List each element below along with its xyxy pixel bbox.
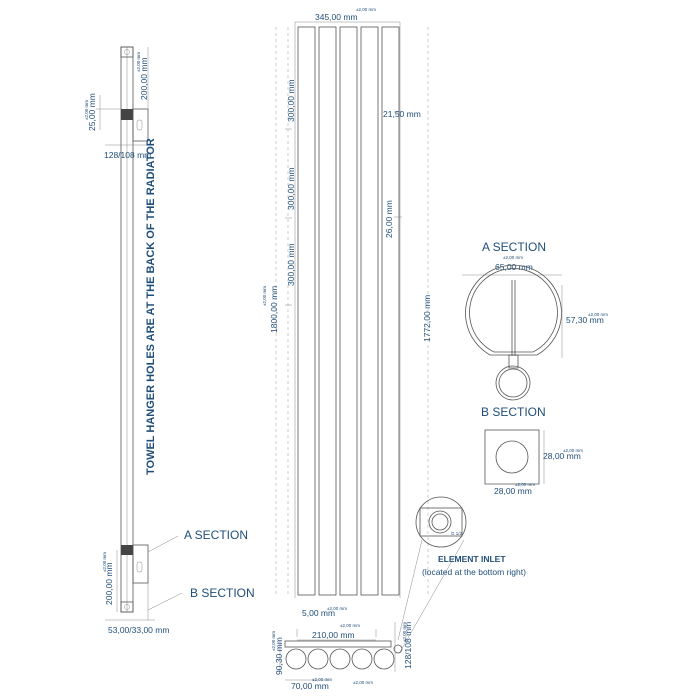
front-seg2: 300,00 mm <box>286 167 296 210</box>
bottom-view: 210,00 mm ±2,00 mm 90,30 mm ±2,00 mm 128… <box>271 622 413 691</box>
front-seg3: 300,00 mm <box>286 243 296 286</box>
front-total-height: 1800,00 mm <box>269 286 279 333</box>
tolerance-label: ±2,00 mm <box>312 677 332 682</box>
tolerance-label: ±2,00 mm <box>503 255 523 260</box>
tolerance-label: ±2,00 mm <box>356 7 376 12</box>
side-top-bracket: 200,00 mm <box>139 57 149 100</box>
bottom-center: 210,00 mm <box>312 630 355 640</box>
a-section-height: 57,30 mm <box>566 315 604 325</box>
tolerance-label: ±2,00 mm <box>340 623 360 628</box>
towel-hanger-note: TOWEL HANGER HOLES ARE AT THE BACK OF TH… <box>145 138 157 475</box>
element-inlet-location: (located at the bottom right) <box>422 567 526 577</box>
b-section-title: B SECTION <box>481 405 546 419</box>
top-bracket <box>121 108 149 142</box>
front-width: 345,00 mm <box>315 12 358 22</box>
front-bottom-gap: 5,00 mm <box>302 608 335 618</box>
front-inner-height: 1772,00 mm <box>422 295 432 342</box>
element-inlet-title: ELEMENT INLET <box>438 554 506 564</box>
front-top-gap: 21,50 mm <box>383 109 421 119</box>
bottom-pitch: 70,00 mm <box>291 681 329 691</box>
side-bottom-depth: 53,00/33,00 mm <box>108 625 169 635</box>
bottom-tubes <box>285 644 403 670</box>
tolerance-label: ±2,00 mm <box>563 448 583 453</box>
front-tube-gap: 26,00 mm <box>384 200 394 238</box>
b-section-width: 28,00 mm <box>494 486 532 496</box>
tolerance-label: ±2,00 mm <box>136 52 141 72</box>
tolerance-label: ±2,00 mm <box>353 680 373 685</box>
tolerance-label: ±2,00 mm <box>262 286 267 306</box>
side-view: 25,00 mm ±2,00 mm 200,00 mm ±2,00 mm 128… <box>84 46 255 635</box>
front-view: 345,00 mm ±2,00 mm 300,00 mm 300,00 mm 3… <box>262 7 432 618</box>
tolerance-label: ±2,00 mm <box>588 312 608 317</box>
inlet-label: G 1/2 <box>451 531 463 536</box>
b-section-height: 28,00 mm <box>543 451 581 461</box>
tolerance-label: ±2,00 mm <box>402 622 407 642</box>
tolerance-label: ±2,00 mm <box>271 631 276 651</box>
element-inlet-detail: G 1/2 ELEMENT INLET (located at the bott… <box>397 496 526 653</box>
b-section-callout: B SECTION <box>190 586 255 600</box>
tolerance-label: ±2,00 mm <box>515 482 535 487</box>
tolerance-label: ±2,00 mm <box>327 606 347 611</box>
a-section-detail: A SECTION ±2,00 mm 65,00 mm 57,30 mm ±2,… <box>462 240 608 401</box>
front-seg1: 300,00 mm <box>286 79 296 122</box>
tolerance-label: ±2,00 mm <box>102 552 107 572</box>
side-bottom-bracket: 200,00 mm <box>104 562 114 605</box>
side-top-offset: 25,00 mm <box>87 93 97 131</box>
bottom-height: 90,30 mm <box>274 637 284 675</box>
bottom-bracket <box>121 544 149 584</box>
a-section-title: A SECTION <box>482 240 546 254</box>
radiator-tubes <box>297 26 400 596</box>
a-section-width: 65,00 mm <box>495 262 533 272</box>
bottom-depth: 128/108 mm <box>403 622 413 669</box>
tolerance-label: ±2,00 mm <box>84 100 89 120</box>
b-section-detail: B SECTION 28,00 mm ±2,00 mm 28,00 mm ±2,… <box>481 405 583 496</box>
side-bracket-depth: 128/108 mm <box>104 150 151 160</box>
a-section-callout: A SECTION <box>184 528 248 542</box>
